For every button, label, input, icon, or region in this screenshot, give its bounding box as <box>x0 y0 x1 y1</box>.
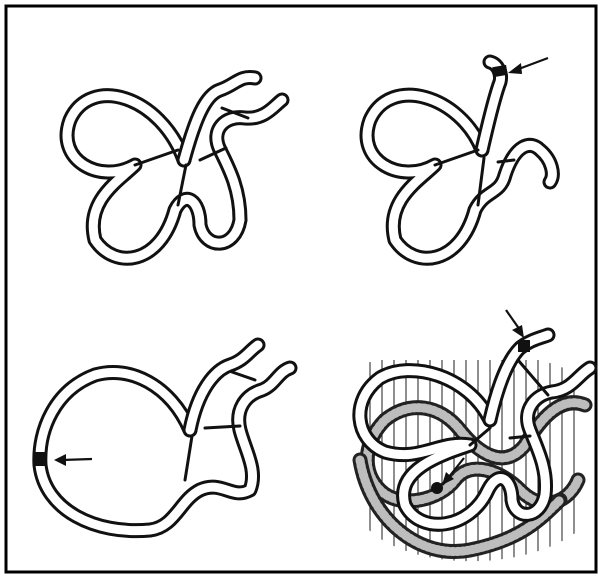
disulfide-bond <box>435 150 478 165</box>
disulfide-bond <box>205 426 240 428</box>
polypeptide-chain <box>367 62 552 258</box>
disulfide-bond <box>135 150 178 165</box>
panel-top-right <box>367 58 552 258</box>
polypeptide-chain <box>40 345 290 531</box>
arrow-icon <box>54 454 92 466</box>
disulfide-bond <box>518 360 548 395</box>
polypeptide-chain <box>67 77 282 258</box>
panel-top-left <box>67 77 282 258</box>
panel-bottom-right <box>360 310 590 570</box>
arrow-icon <box>506 310 524 338</box>
active-site-marker <box>431 482 443 494</box>
disulfide-bond <box>185 436 192 480</box>
disulfide-bond <box>510 436 530 438</box>
arrow-icon <box>508 58 548 74</box>
disulfide-bond <box>232 372 255 380</box>
disulfide-bond <box>498 160 514 162</box>
cleavage-site-marker <box>518 340 530 352</box>
panel-bottom-left <box>34 345 290 531</box>
cleavage-site-marker <box>34 452 46 466</box>
